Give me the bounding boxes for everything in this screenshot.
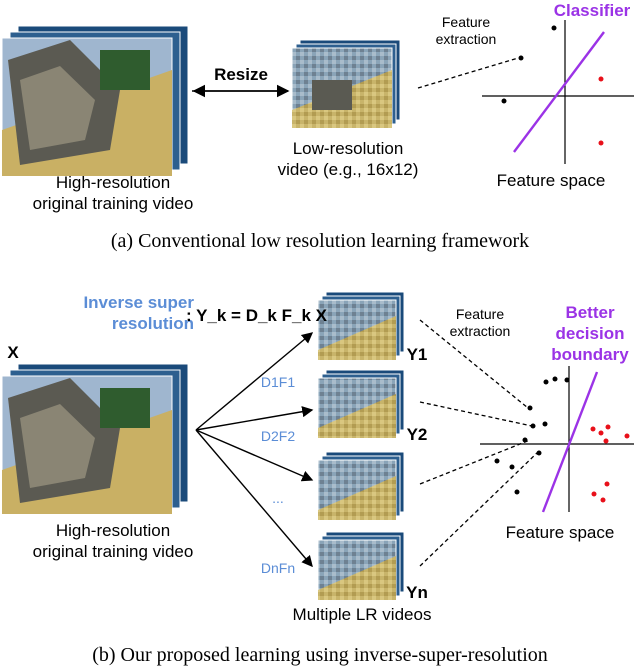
classifier-line-a [513, 31, 605, 153]
feature-space-a [482, 20, 634, 164]
lr-label-a: Low-resolution video (e.g., 16x12) [258, 138, 438, 180]
feature-extraction-arrow-a [417, 57, 519, 89]
lr-video-stack-b3 [317, 451, 405, 521]
hr-video-stack-b [1, 363, 189, 515]
inverse-sr-arrows [195, 332, 314, 568]
inverse-sr-line2: resolution [111, 314, 194, 333]
feature-space-b [480, 366, 634, 513]
hr-label-a-line2: original training video [32, 194, 194, 213]
boundary-line2: decision [555, 324, 625, 343]
output-y1: Y1 [406, 345, 428, 364]
output-y2: Y2 [406, 425, 428, 444]
feature-extraction-b-line1: Feature [455, 306, 505, 322]
boundary-line3: boundary [551, 345, 629, 364]
boundary-line1: Better [565, 303, 615, 322]
caption-a: (a) Conventional low resolution learning… [110, 230, 530, 252]
feature-extraction-b-line2: extraction [449, 323, 511, 339]
lr-video-stack-a [291, 39, 401, 129]
classifier-label: Classifier [553, 1, 631, 20]
inverse-sr-label: Inverse super resolution [34, 292, 194, 334]
feature-space-label-a: Feature space [496, 171, 606, 190]
x-label: X [7, 343, 19, 362]
feature-extraction-label-b: Feature extraction [430, 306, 530, 340]
equation: : Y_k = D_k F_k X [186, 306, 327, 325]
boundary-label: Better decision boundary [540, 302, 640, 365]
hr-video-stack-a [1, 25, 189, 177]
multi-lr-label: Multiple LR videos [292, 605, 432, 624]
lr-label-a-line1: Low-resolution [292, 139, 404, 158]
op-ellipsis: ... [272, 490, 284, 506]
hr-label-b-line2: original training video [32, 542, 194, 561]
hr-label-b: High-resolution original training video [0, 520, 226, 562]
feature-extraction-a-line1: Feature [441, 14, 491, 30]
caption-b: (b) Our proposed learning using inverse-… [92, 644, 548, 666]
inverse-sr-line1: Inverse super [83, 293, 194, 312]
op-d1f1: D1F1 [260, 374, 296, 390]
lr-label-a-line2: video (e.g., 16x12) [277, 160, 419, 179]
lr-video-stack-b1 [317, 291, 405, 361]
op-dnfn: DnFn [260, 560, 296, 576]
decision-boundary-b [541, 371, 599, 513]
feature-extraction-a-line2: extraction [435, 31, 497, 47]
feature-space-label-b: Feature space [505, 523, 615, 542]
hr-label-a: High-resolution original training video [0, 172, 226, 214]
output-yn: Yn [406, 583, 428, 602]
hr-label-a-line1: High-resolution [55, 173, 171, 192]
resize-label: Resize [214, 65, 268, 84]
op-d2f2: D2F2 [260, 428, 296, 444]
hr-label-b-line1: High-resolution [55, 521, 171, 540]
feature-extraction-label-a: Feature extraction [418, 14, 514, 48]
lr-video-stack-b2 [317, 369, 405, 439]
lr-video-stack-bn [317, 531, 405, 601]
feature-extraction-arrows-b [419, 319, 539, 567]
